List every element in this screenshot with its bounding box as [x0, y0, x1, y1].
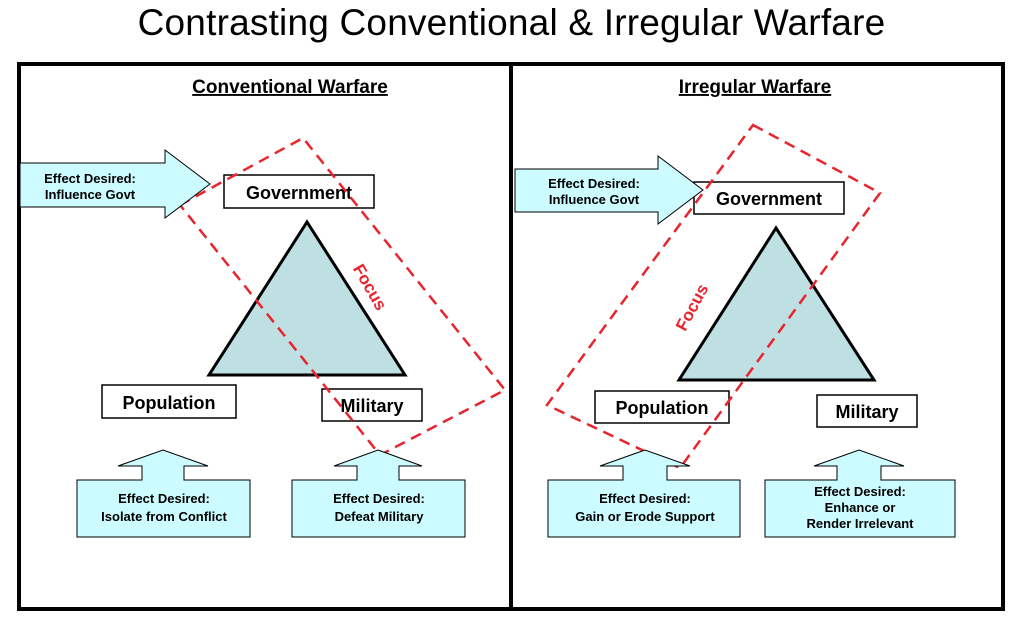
- govt-effect-callout: [19, 148, 211, 220]
- population-effect-line2: Gain or Erode Support: [575, 509, 715, 524]
- military-node: [816, 394, 918, 428]
- government-node: [223, 174, 375, 209]
- power-triangle: [676, 225, 877, 382]
- military-effect-callout: [291, 449, 466, 538]
- population-node: [101, 384, 237, 419]
- military-effect-line2: Defeat Military: [335, 509, 425, 524]
- population-effect-line2: Isolate from Conflict: [101, 509, 227, 524]
- focus-region: [545, 123, 882, 470]
- govt-effect-line2: Influence Govt: [45, 187, 136, 202]
- population-label: Population: [616, 398, 709, 418]
- page-title: Contrasting Conventional & Irregular War…: [137, 2, 886, 43]
- govt-effect-line2: Influence Govt: [549, 192, 640, 207]
- government-label: Government: [246, 183, 352, 203]
- govt-effect-line1: Effect Desired:: [548, 176, 640, 191]
- power-triangle: [206, 219, 408, 377]
- military-label: Military: [340, 396, 403, 416]
- government-node: [693, 181, 845, 215]
- population-effect-line1: Effect Desired:: [599, 491, 691, 506]
- population-label: Population: [123, 393, 216, 413]
- focus-region: [178, 136, 507, 457]
- govt-effect-callout: [514, 154, 704, 226]
- population-effect-callout: [76, 449, 251, 538]
- military-effect-line2: Enhance or: [825, 500, 896, 515]
- military-effect-callout: [764, 449, 956, 538]
- military-effect-line3: Render Irrelevant: [807, 516, 915, 531]
- panel-heading: Irregular Warfare: [679, 77, 831, 98]
- military-effect-line1: Effect Desired:: [333, 491, 425, 506]
- panel-heading: Conventional Warfare: [192, 77, 388, 98]
- military-node: [321, 388, 423, 422]
- govt-effect-line1: Effect Desired:: [44, 171, 136, 186]
- panel-conventional: Conventional Warfare Government Populati…: [17, 62, 513, 611]
- population-effect-line1: Effect Desired:: [118, 491, 210, 506]
- population-node: [594, 390, 730, 424]
- population-effect-callout: [547, 449, 741, 538]
- panel-irregular: Irregular Warfare Government Population …: [509, 62, 1005, 611]
- government-label: Government: [716, 189, 822, 209]
- military-effect-line1: Effect Desired:: [814, 484, 906, 499]
- military-label: Military: [835, 402, 898, 422]
